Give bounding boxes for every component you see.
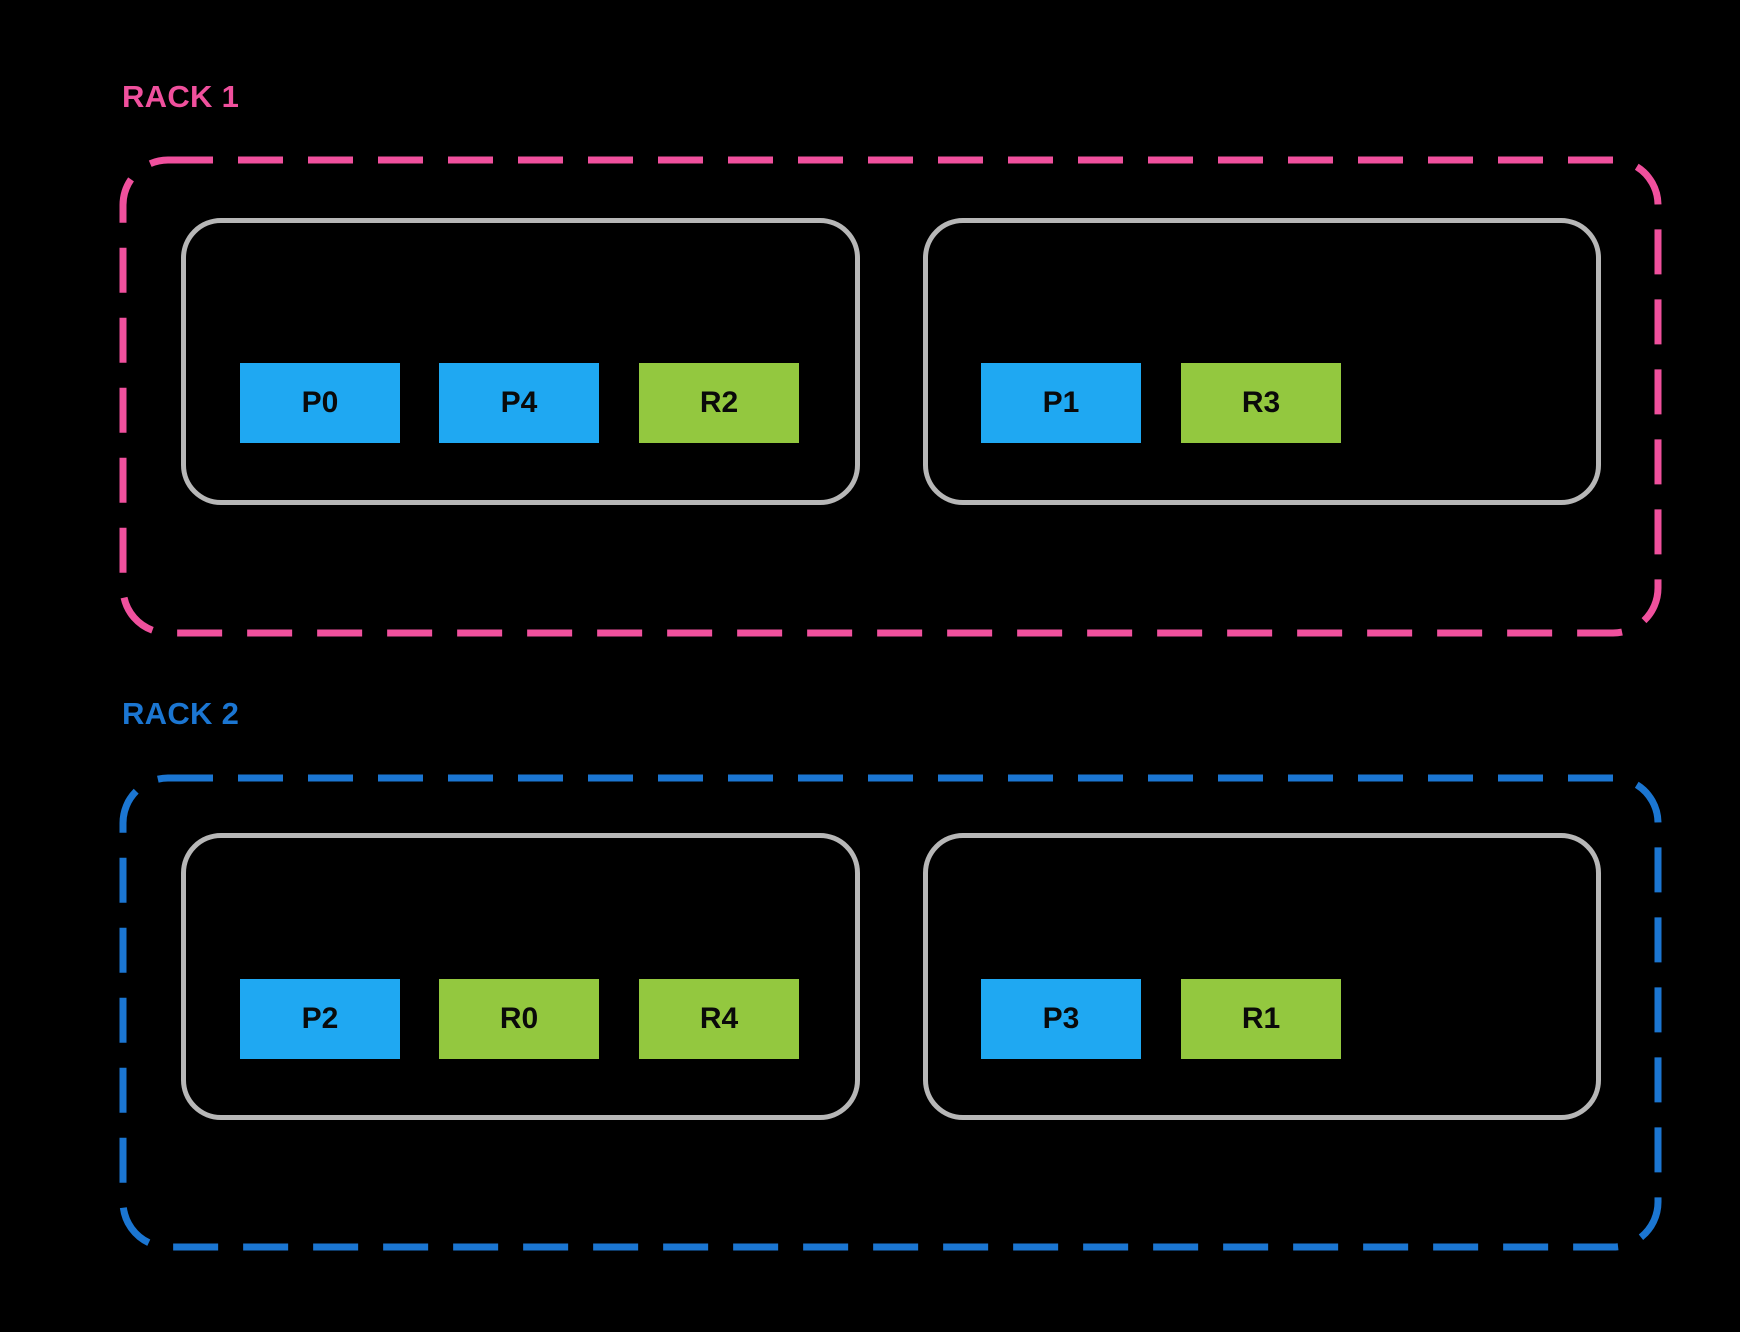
block-p0: P0 xyxy=(240,363,400,443)
block-p3: P3 xyxy=(981,979,1141,1059)
rack2-dashed-border xyxy=(119,774,1662,1251)
block-p2: P2 xyxy=(240,979,400,1059)
block-p1: P1 xyxy=(981,363,1141,443)
rack2-host1-box xyxy=(181,833,860,1120)
block-p4: P4 xyxy=(439,363,599,443)
block-r4: R4 xyxy=(639,979,799,1059)
block-r2: R2 xyxy=(639,363,799,443)
rack1-host1-box xyxy=(181,218,860,505)
block-r1: R1 xyxy=(1181,979,1341,1059)
rack2-host2-box xyxy=(923,833,1601,1120)
rack1-dashed-border xyxy=(119,156,1662,637)
block-r3: R3 xyxy=(1181,363,1341,443)
rack1-label: RACK 1 xyxy=(122,79,240,114)
rack1-host2-box xyxy=(923,218,1601,505)
block-r0: R0 xyxy=(439,979,599,1059)
rack2-label: RACK 2 xyxy=(122,696,240,731)
